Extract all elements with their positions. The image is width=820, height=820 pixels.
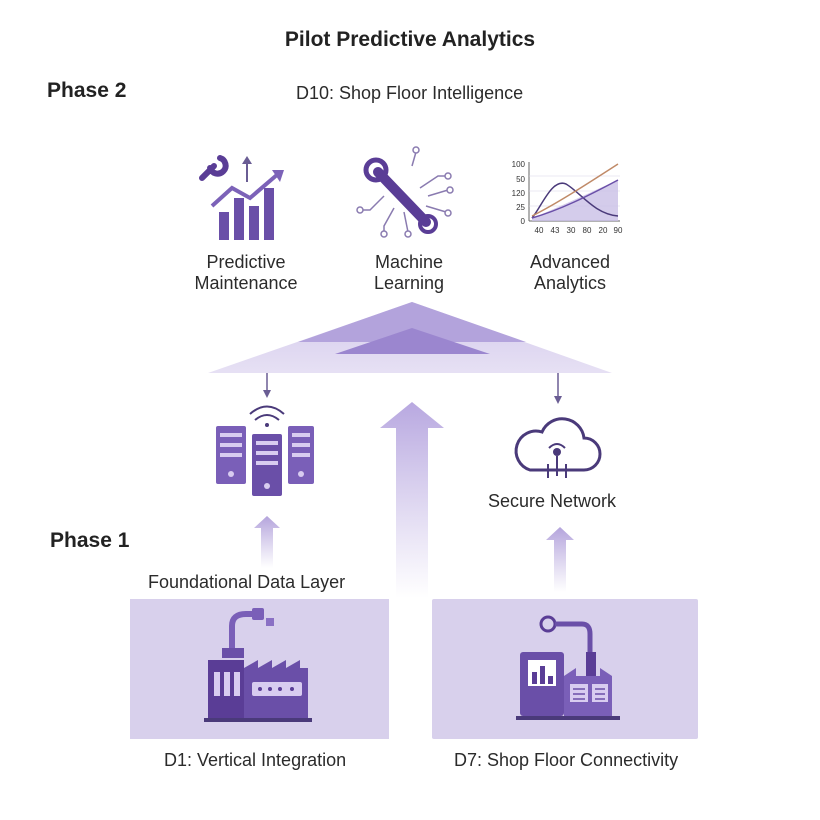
y-tick-label: 25 (516, 203, 525, 212)
d7-panel (432, 599, 698, 739)
phase-1-label: Phase 1 (50, 529, 130, 552)
connector-arrow-right (554, 373, 562, 404)
foundational-data-layer-label: Foundational Data Layer (148, 572, 346, 592)
server-rack-icon (216, 405, 314, 496)
central-up-arrow (380, 402, 444, 598)
up-arrow-left (254, 516, 280, 568)
x-tick-label: 20 (599, 226, 608, 235)
d7-label: D7: Shop Floor Connectivity (454, 750, 679, 770)
x-tick-label: 90 (614, 226, 623, 235)
d1-label: D1: Vertical Integration (164, 750, 347, 770)
x-tick-label: 30 (567, 226, 576, 235)
line-chart-icon: 100 50 120 25 0 40 43 30 80 20 90 (512, 160, 623, 235)
page-title: Pilot Predictive Analytics (284, 28, 536, 51)
wrench-growth-chart-icon (199, 155, 284, 240)
connector-arrow-left (263, 373, 271, 398)
machine-learning-label: Machine Learning (373, 252, 445, 293)
y-tick-label: 0 (521, 217, 526, 226)
convergence-fan (208, 302, 612, 373)
x-tick-label: 40 (535, 226, 544, 235)
factory-icon (204, 608, 312, 722)
advanced-analytics-label: Advanced Analytics (529, 252, 611, 293)
d10-label: D10: Shop Floor Intelligence (296, 83, 524, 103)
factory-connected-icon (516, 615, 620, 720)
cloud-network-icon (514, 417, 602, 478)
y-tick-label: 100 (512, 160, 526, 169)
up-arrow-right (546, 527, 574, 592)
y-tick-label: 50 (516, 175, 525, 184)
y-tick-label: 120 (512, 189, 526, 198)
predictive-maintenance-label: Predictive Maintenance (194, 252, 298, 293)
secure-network-label: Secure Network (488, 491, 617, 511)
x-tick-label: 43 (551, 226, 560, 235)
wrench-circuit-icon (356, 146, 454, 238)
x-tick-label: 80 (583, 226, 592, 235)
phase-2-label: Phase 2 (47, 79, 127, 102)
